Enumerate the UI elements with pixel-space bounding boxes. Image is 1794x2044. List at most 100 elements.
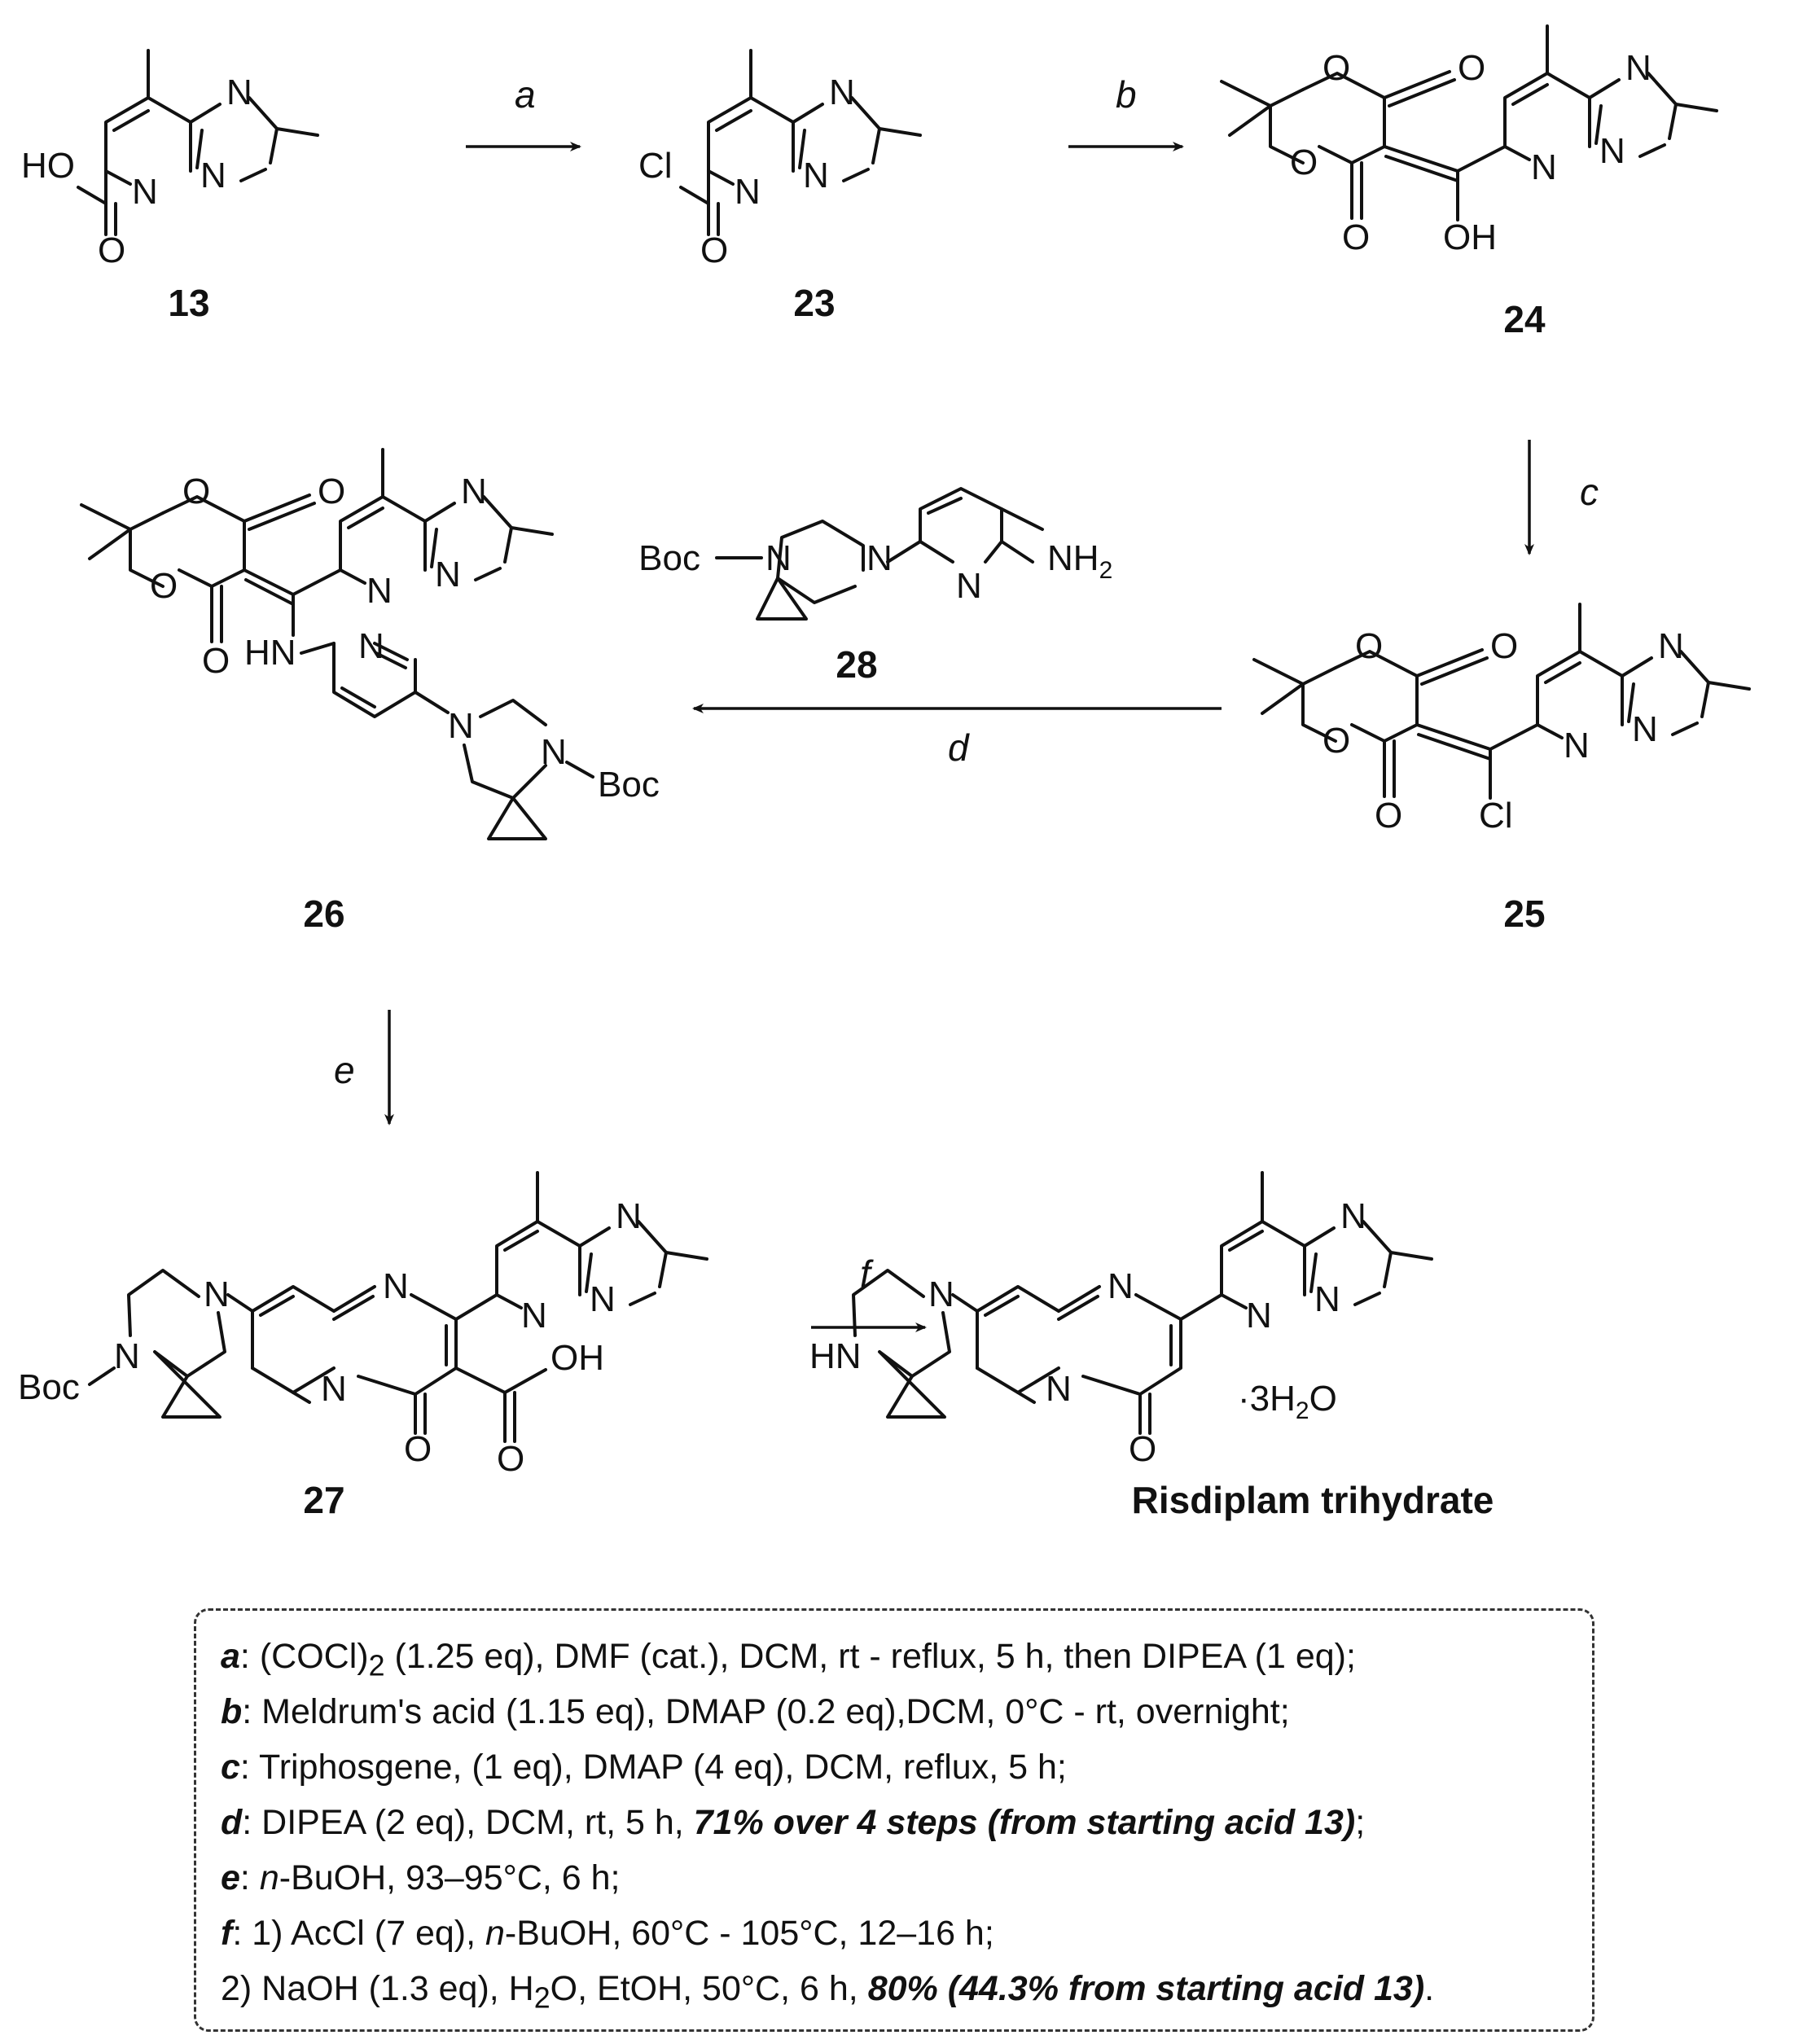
atom-n: N	[1046, 1369, 1072, 1409]
condition-key: e	[221, 1858, 240, 1897]
compound-label-risdiplam: Risdiplam trihydrate	[1132, 1479, 1494, 1521]
atom-o: O	[1290, 143, 1318, 182]
atom-hn: HN	[809, 1336, 862, 1376]
condition-key: d	[221, 1803, 243, 1842]
compound-label-26: 26	[303, 893, 344, 935]
atom-n: N	[461, 472, 487, 511]
atom-o: O	[1322, 48, 1350, 88]
condition-line: c: Triphosgene, (1 eq), DMAP (4 eq), DCM…	[221, 1739, 1568, 1795]
atom-o: O	[1490, 626, 1518, 666]
atom-n: N	[366, 571, 393, 611]
atom-n: N	[435, 555, 461, 594]
condition-text: 80% (44.3% from starting acid 13)	[867, 1969, 1425, 2008]
reagent-label-e: e	[334, 1049, 355, 1091]
atom-n: N	[541, 732, 567, 772]
atom-n: N	[1246, 1296, 1272, 1336]
condition-line: a: (COCl)2 (1.25 eq), DMF (cat.), DCM, r…	[221, 1629, 1568, 1684]
atom-n: N	[1625, 48, 1651, 88]
atom-o: O	[202, 641, 230, 681]
compound-27-structure: N N O O OH N N N N N Boc	[18, 1171, 708, 1479]
atom-o: O	[1129, 1429, 1156, 1469]
atom-n: N	[204, 1274, 230, 1314]
condition-text: O, EtOH, 50°C, 6 h,	[550, 1969, 868, 2008]
compound-24-structure: N N N O O O O OH	[1220, 24, 1718, 257]
atom-o: O	[182, 472, 210, 511]
condition-text: : Meldrum's acid (1.15 eq), DMAP (0.2 eq…	[242, 1692, 1290, 1731]
atom-n: N	[448, 706, 474, 746]
reagent-label-d: d	[948, 726, 970, 769]
condition-key: a	[221, 1637, 240, 1676]
condition-line: 2) NaOH (1.3 eq), H2O, EtOH, 50°C, 6 h, …	[221, 1961, 1568, 2016]
hydrate: ·3H2O	[1238, 1379, 1337, 1424]
atom-boc: Boc	[18, 1367, 80, 1407]
atom-n: N	[521, 1296, 547, 1336]
atom-hn: HN	[244, 633, 296, 673]
condition-text: 2	[533, 1981, 550, 2015]
atom-o: O	[318, 472, 345, 511]
atom-n: N	[765, 538, 792, 578]
atom-n: N	[1531, 147, 1557, 187]
atom-boc: Boc	[598, 765, 660, 805]
condition-text: : DIPEA (2 eq), DCM, rt, 5 h,	[242, 1803, 694, 1842]
atom-n: N	[616, 1196, 642, 1236]
atom-n: N	[866, 538, 893, 578]
reaction-scheme: N N N HO O 13 a N N N Cl O 23 b	[18, 24, 1751, 1521]
atom-o: O	[497, 1439, 524, 1479]
atom-oh: OH	[550, 1338, 604, 1378]
atom-n: N	[1314, 1279, 1340, 1319]
condition-text: 2	[368, 1649, 385, 1682]
compound-28-structure: N N N Boc NH2	[638, 487, 1112, 621]
compound-label-25: 25	[1503, 893, 1545, 935]
reagent-label-a: a	[515, 73, 536, 116]
atom-o: O	[404, 1429, 432, 1469]
condition-text: 2) NaOH (1.3 eq), H	[221, 1969, 534, 2008]
atom-o: O	[1342, 217, 1370, 257]
atom-n: N	[200, 156, 226, 195]
atom-o: O	[98, 230, 125, 270]
atom-o: O	[1355, 626, 1383, 666]
atom-n: N	[321, 1369, 347, 1409]
atom-o: O	[1458, 48, 1485, 88]
condition-text: n	[259, 1858, 279, 1897]
compound-label-23: 23	[793, 282, 835, 324]
atom-n: N	[1599, 131, 1625, 171]
condition-text: .	[1424, 1969, 1435, 2008]
compound-label-27: 27	[303, 1479, 344, 1521]
compound-25-structure: N N N O O O O Cl	[1252, 603, 1751, 836]
atom-n: N	[383, 1266, 409, 1306]
atom-n: N	[1632, 709, 1658, 749]
atom-nh2: NH2	[1047, 538, 1112, 584]
condition-text: : Triphosgene, (1 eq), DMAP (4 eq), DCM,…	[239, 1748, 1067, 1787]
atom-oh: OH	[1443, 217, 1497, 257]
condition-text: -BuOH, 60°C - 105°C, 12–16 h;	[504, 1914, 994, 1953]
atom-o: O	[1375, 796, 1402, 836]
condition-text: : 1) AcCl (7 eq),	[232, 1914, 485, 1953]
atom-n: N	[803, 156, 829, 195]
compound-23-structure: N N N Cl O	[638, 49, 922, 270]
condition-line: b: Meldrum's acid (1.15 eq), DMAP (0.2 e…	[221, 1684, 1568, 1739]
atom-n: N	[132, 172, 158, 212]
compound-label-13: 13	[168, 282, 209, 324]
atom-n: N	[114, 1336, 140, 1376]
conditions-box: a: (COCl)2 (1.25 eq), DMF (cat.), DCM, r…	[194, 1608, 1594, 2032]
compound-label-28: 28	[836, 643, 877, 686]
atom-n: N	[928, 1274, 954, 1314]
compound-26-structure: N N N O O O O HN N N N Boc	[80, 448, 660, 840]
condition-text: (1.25 eq), DMF (cat.), DCM, rt - reflux,…	[384, 1637, 1356, 1676]
condition-text: -BuOH, 93–95°C, 6 h;	[279, 1858, 621, 1897]
condition-line: e: n-BuOH, 93–95°C, 6 h;	[221, 1850, 1568, 1906]
atom-n: N	[1658, 626, 1684, 666]
condition-text: 71% over 4 steps (from starting acid 13)	[693, 1803, 1356, 1842]
atom-ho: HO	[21, 146, 75, 186]
atom-cl: Cl	[1479, 796, 1513, 836]
atom-n: N	[1108, 1266, 1134, 1306]
condition-key: b	[221, 1692, 243, 1731]
atom-n: N	[956, 566, 982, 606]
atom-o: O	[150, 566, 178, 606]
risdiplam-structure: N N O N N N N HN ·3H2O	[809, 1171, 1433, 1469]
condition-text: : (COCl)	[239, 1637, 369, 1676]
atom-n: N	[1564, 726, 1590, 765]
atom-boc: Boc	[638, 538, 700, 578]
atom-n: N	[590, 1279, 616, 1319]
condition-line: d: DIPEA (2 eq), DCM, rt, 5 h, 71% over …	[221, 1795, 1568, 1850]
